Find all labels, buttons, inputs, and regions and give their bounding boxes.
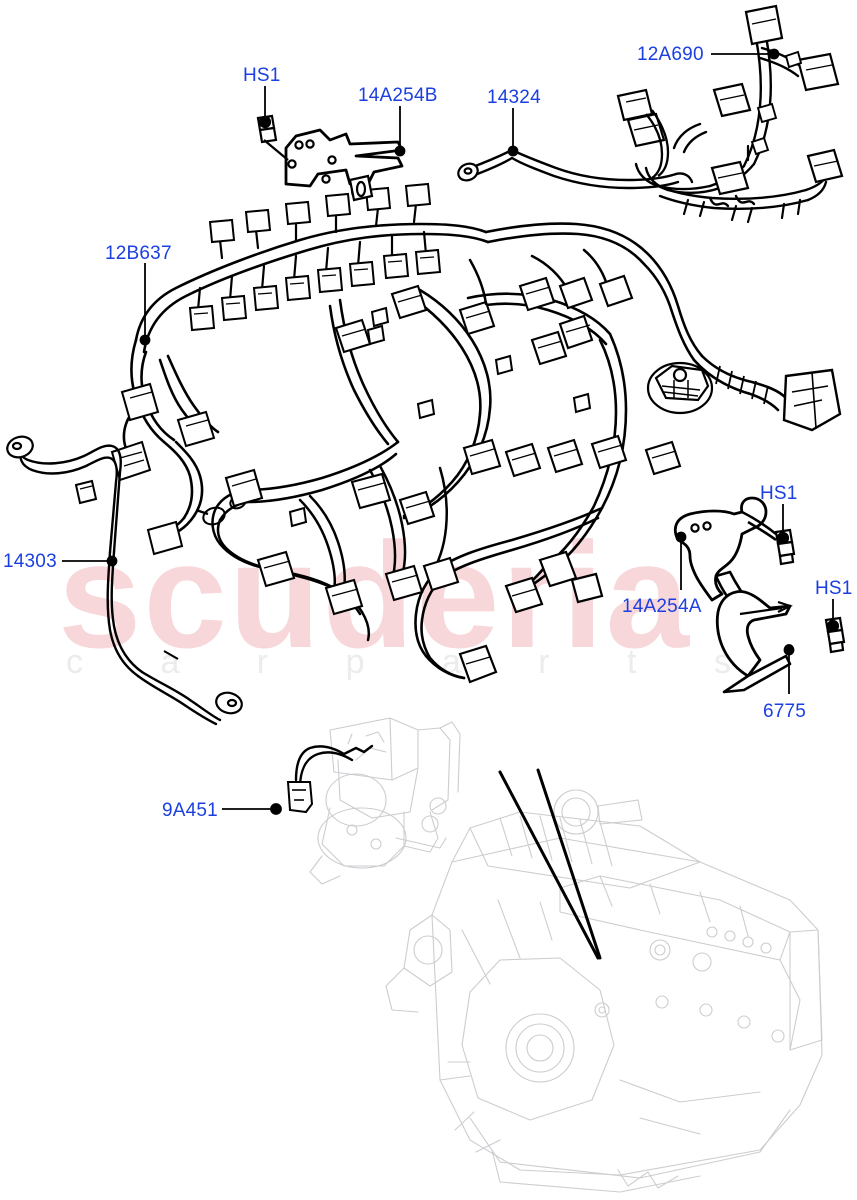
callout-12a690: 12A690 xyxy=(637,44,704,65)
callout-12b637: 12B637 xyxy=(105,243,172,264)
callout-9a451: 9A451 xyxy=(162,800,218,821)
callout-6775: 6775 xyxy=(763,701,807,722)
callout-14a254a: 14A254A xyxy=(622,596,702,617)
callout-14324: 14324 xyxy=(487,87,541,108)
callout-14a254b: 14A254B xyxy=(358,85,438,106)
callout-hs1-right-lower: HS1 xyxy=(815,578,853,599)
callout-14303: 14303 xyxy=(3,551,57,572)
callout-hs1-top: HS1 xyxy=(243,65,281,86)
watermark-tagline: c a r p a r t s xyxy=(66,643,765,681)
callout-hs1-right-upper: HS1 xyxy=(760,483,798,504)
